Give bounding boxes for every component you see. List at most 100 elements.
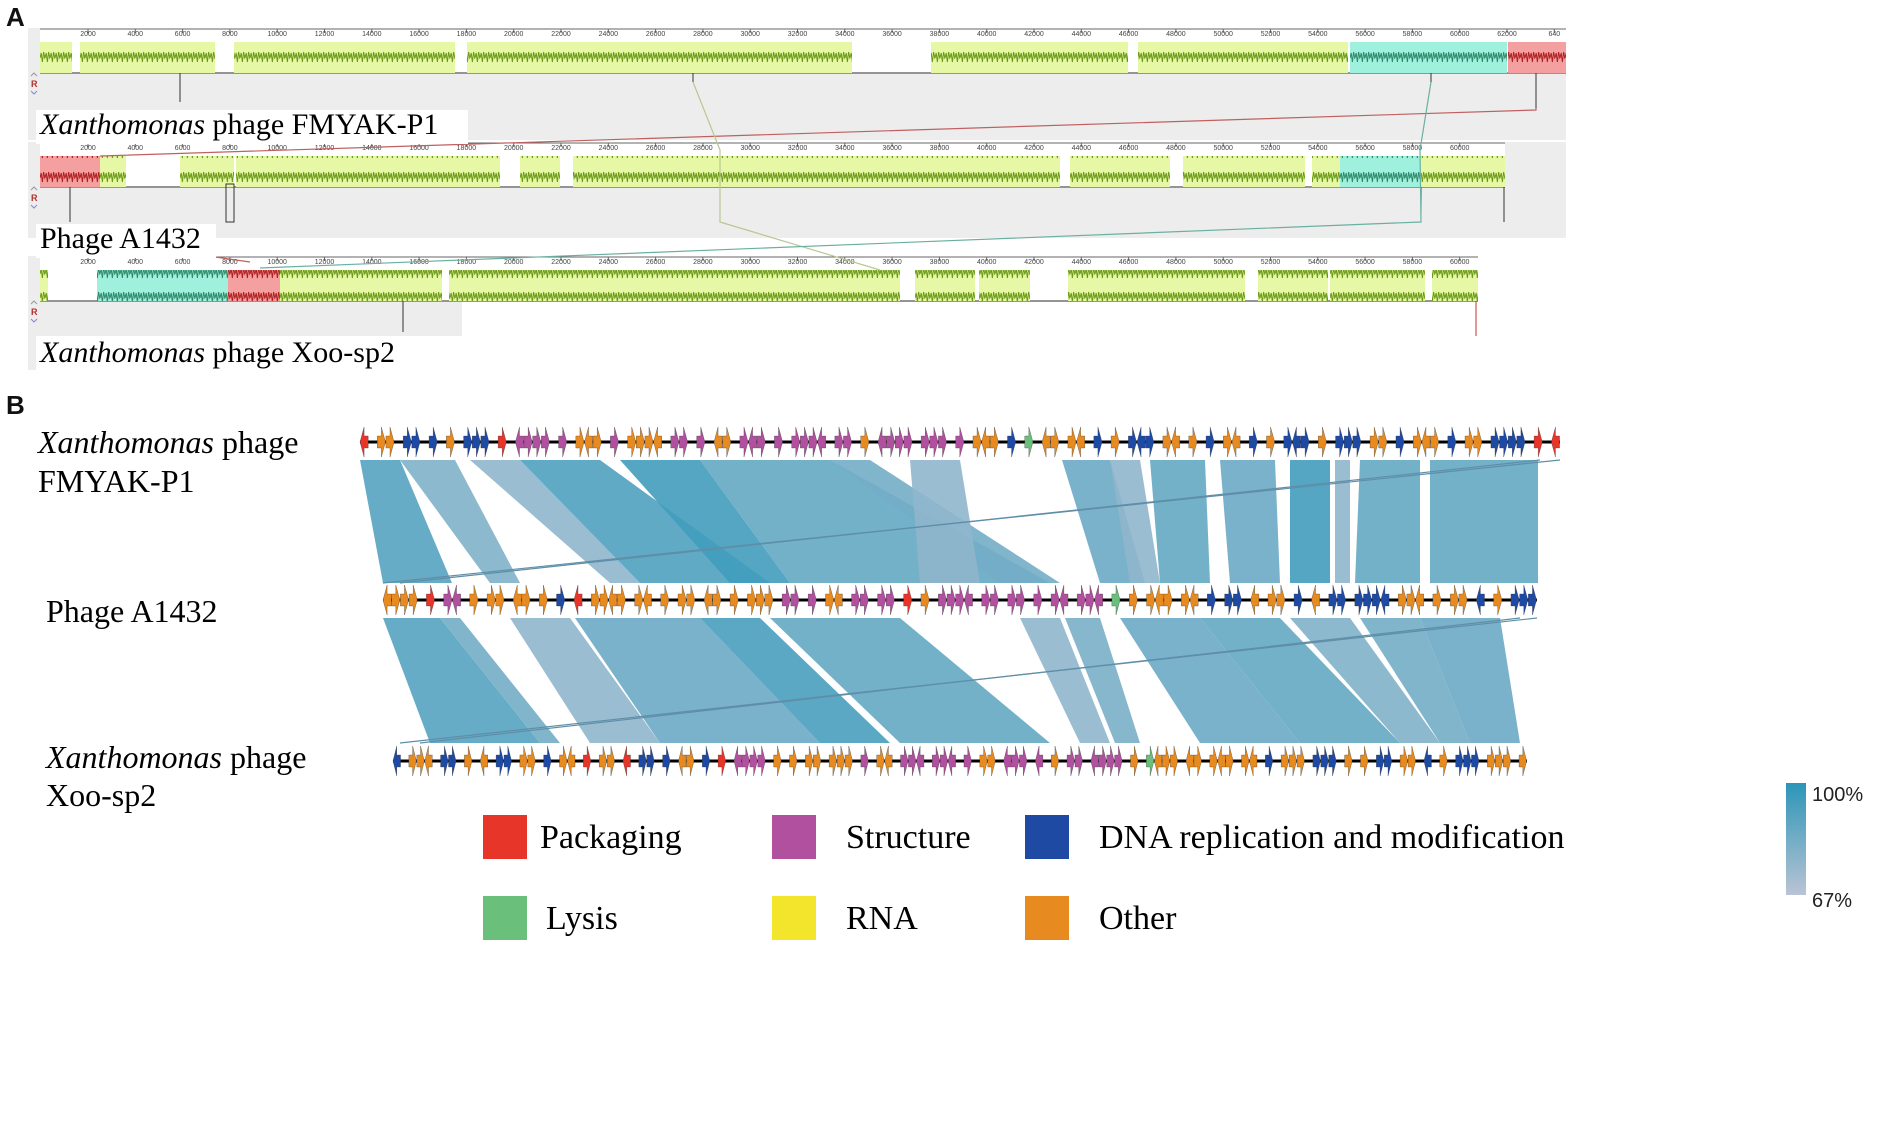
gene-arrow xyxy=(1207,584,1216,616)
gene-arrow xyxy=(886,584,895,616)
gene-arrow xyxy=(532,426,542,458)
gene-arrow xyxy=(1363,584,1372,616)
gene-arrow xyxy=(702,745,710,777)
ruler-tick-label: 10000 xyxy=(267,31,287,38)
gene-arrow xyxy=(800,426,809,458)
gene-arrow xyxy=(591,584,600,616)
reverse-toggle-label[interactable]: R xyxy=(31,307,38,317)
gene-arrow xyxy=(677,584,687,616)
gene-arrow xyxy=(1423,745,1432,777)
scroll-down-icon[interactable] xyxy=(30,318,38,323)
gene-arrow xyxy=(1471,745,1480,777)
ruler-tick-label: 44000 xyxy=(1072,145,1092,152)
ruler-tick-label: 2000 xyxy=(80,145,96,152)
ruler-tick-label: 2000 xyxy=(80,31,96,38)
gene-arrow xyxy=(636,426,645,458)
ruler-tick-label: 42000 xyxy=(1024,31,1044,38)
gene-arrow xyxy=(599,745,607,777)
similarity-band xyxy=(470,460,640,583)
gene-arrow xyxy=(670,426,680,458)
ruler-tick-label: 60000 xyxy=(1450,145,1470,152)
gene-arrow xyxy=(1154,745,1162,777)
similarity-band xyxy=(1290,618,1440,743)
ruler-tick-label: 16000 xyxy=(409,145,429,152)
gene-arrow xyxy=(1344,426,1353,458)
gene-arrow xyxy=(1003,745,1012,777)
gene-arrow xyxy=(757,745,766,777)
gene-arrow xyxy=(643,584,652,616)
gene-arrow xyxy=(836,745,845,777)
gene-arrow xyxy=(979,745,988,777)
scroll-up-icon[interactable] xyxy=(30,72,38,77)
gene-arrow xyxy=(1293,584,1303,616)
gene-arrow xyxy=(1007,584,1017,616)
ruler-tick-label: 26000 xyxy=(646,145,666,152)
ruler-tick-label: 56000 xyxy=(1355,31,1375,38)
gene-arrow xyxy=(556,584,565,616)
gene-arrow xyxy=(1250,584,1260,616)
gene-arrow xyxy=(1266,426,1275,458)
gene-arrow xyxy=(729,584,739,616)
gene-arrow xyxy=(1378,426,1388,458)
ruler-tick-label: 38000 xyxy=(930,259,950,266)
gene-arrow xyxy=(1398,584,1407,616)
ruler-tick-label: 30000 xyxy=(740,145,760,152)
similarity-band xyxy=(1430,460,1538,583)
gene-arrow xyxy=(1415,584,1424,616)
gene-arrow xyxy=(1098,745,1107,777)
gene-arrow xyxy=(1328,745,1337,777)
gene-arrow xyxy=(1111,584,1121,616)
gene-arrow xyxy=(539,584,548,616)
gene-arrow xyxy=(1162,426,1172,458)
gene-arrow xyxy=(921,426,930,458)
gene-arrow xyxy=(1407,745,1416,777)
ruler-tick-label: 62000 xyxy=(1497,31,1517,38)
gene-arrow xyxy=(920,584,930,616)
gene-arrow xyxy=(403,426,412,458)
gene-arrow xyxy=(1193,745,1202,777)
gene-arrow xyxy=(1384,745,1392,777)
ruler-tick-label: 640 xyxy=(1548,31,1560,38)
scroll-down-icon[interactable] xyxy=(30,204,38,209)
gene-arrow xyxy=(1312,745,1321,777)
similarity-band xyxy=(1420,618,1520,743)
gene-arrow xyxy=(1130,745,1139,777)
gene-arrow xyxy=(808,584,817,616)
gene-arrow xyxy=(749,745,758,777)
legend-swatch-structure xyxy=(772,815,816,859)
similarity-band xyxy=(1290,460,1330,583)
ruler-tick-label: 50000 xyxy=(1213,259,1233,266)
gene-arrow xyxy=(964,584,973,616)
ruler-tick-label: 32000 xyxy=(788,145,808,152)
ruler-tick-label: 30000 xyxy=(740,259,760,266)
gene-arrow xyxy=(464,745,473,777)
gene-arrow xyxy=(756,426,766,458)
gene-arrow xyxy=(686,584,696,616)
gene-arrow xyxy=(469,584,479,616)
genome-name-a1432: Phage A1432 xyxy=(46,593,218,629)
scroll-down-icon[interactable] xyxy=(30,90,38,95)
gene-arrow xyxy=(1432,584,1442,616)
track-label-box xyxy=(36,336,462,370)
scroll-up-icon[interactable] xyxy=(30,300,38,305)
ruler-tick-label: 60000 xyxy=(1450,259,1470,266)
ruler-tick-label: 44000 xyxy=(1072,31,1092,38)
gene-arrow xyxy=(1516,426,1526,458)
ruler-tick-label: 50000 xyxy=(1213,31,1233,38)
scroll-up-icon[interactable] xyxy=(30,186,38,191)
gene-arrow xyxy=(1493,584,1503,616)
gene-arrow xyxy=(972,426,982,458)
gene-arrow xyxy=(1085,584,1095,616)
gene-arrow xyxy=(1205,426,1215,458)
reverse-toggle-label[interactable]: R xyxy=(31,193,38,203)
gene-arrow xyxy=(1328,584,1338,616)
gene-arrow xyxy=(829,745,837,777)
reverse-toggle-label[interactable]: R xyxy=(31,79,38,89)
ruler-tick-label: 10000 xyxy=(267,145,287,152)
gene-arrow xyxy=(1281,745,1289,777)
ruler-tick-label: 22000 xyxy=(551,31,571,38)
ruler-tick-label: 42000 xyxy=(1024,259,1044,266)
similarity-band xyxy=(575,618,820,743)
